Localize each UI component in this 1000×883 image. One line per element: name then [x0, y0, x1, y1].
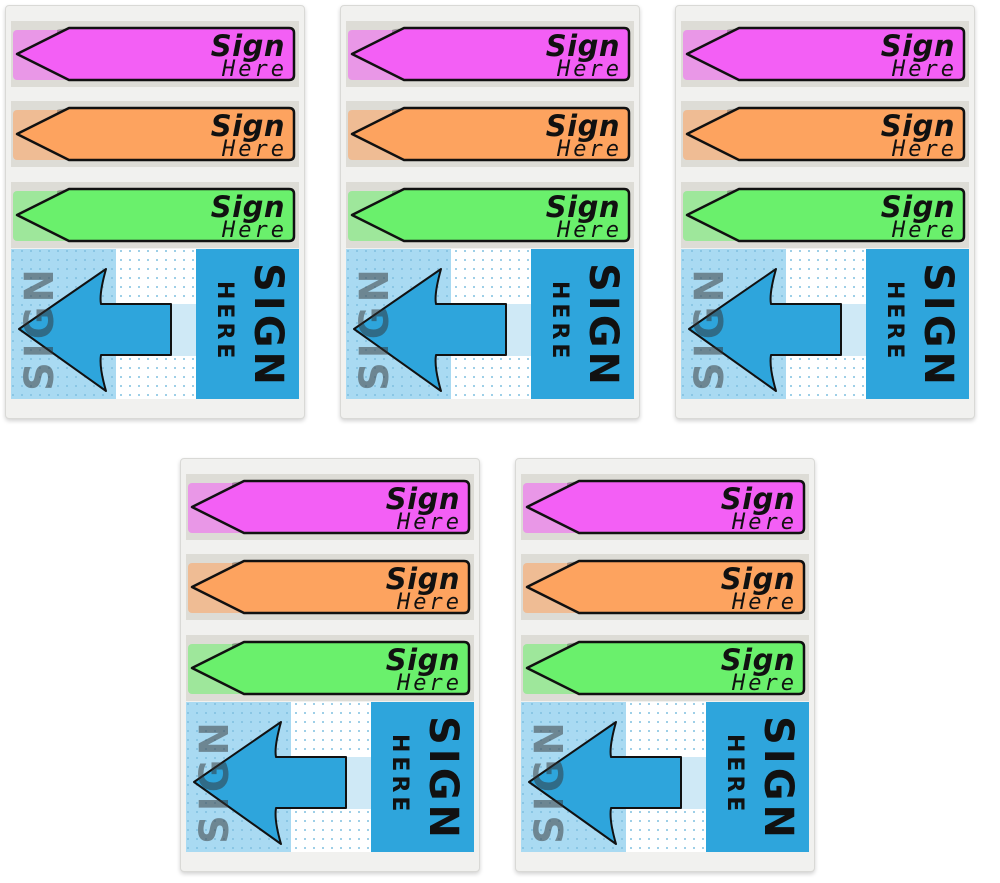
flag-sign-label: Sign: [545, 29, 620, 63]
flag-here-label: Here: [397, 510, 462, 535]
flag-arrow-shape: [350, 106, 631, 162]
flag-sign-label: Sign: [880, 190, 955, 224]
big-flag-label-panel: SIGN HERE: [706, 702, 809, 852]
flag-sign-label: Sign: [880, 29, 955, 63]
flag-here-label: Here: [397, 590, 462, 615]
flag-arrow-shape: [350, 26, 631, 82]
flag-here-label: Here: [892, 57, 957, 82]
big-flag-label-panel: SIGN HERE: [371, 702, 474, 852]
flag-sign-label: Sign: [210, 190, 285, 224]
flag-sign-label: Sign: [720, 643, 795, 677]
flag-here-label: Here: [892, 137, 957, 162]
flag-arrow-shape: [15, 26, 296, 82]
flag-arrow-shape: [190, 640, 471, 696]
flag-here-label: Here: [397, 671, 462, 696]
flag-arrow-shape: [525, 640, 806, 696]
flag-here-label: Here: [892, 218, 957, 243]
flag-here-label: Here: [222, 57, 287, 82]
flag-arrow-shape: [685, 106, 966, 162]
big-sign-here-flag: SIGN SIGN HERE: [521, 702, 809, 852]
big-flag-label-panel: SIGN HERE: [531, 249, 634, 399]
flag-here-label: Here: [732, 590, 797, 615]
flag-sign-label: Sign: [545, 190, 620, 224]
big-flag-label-panel: SIGN HERE: [866, 249, 969, 399]
big-flag-mirrored-text: SIGN: [352, 265, 398, 391]
flag-here-label: Here: [557, 218, 622, 243]
flag-arrow-shape: [350, 187, 631, 243]
big-sign-here-flag: SIGN SIGN HERE: [346, 249, 634, 399]
big-flag-here-label: HERE: [882, 281, 907, 363]
big-arrow-graphic: [681, 249, 871, 399]
flag-sign-label: Sign: [545, 109, 620, 143]
flag-sign-label: Sign: [385, 562, 460, 596]
big-flag-mirrored-text: SIGN: [527, 718, 573, 844]
big-flag-here-label: HERE: [722, 734, 747, 816]
flag-arrow-shape: [190, 559, 471, 615]
big-flag-sign-label: SIGN: [915, 263, 961, 389]
flag-arrow-shape: [525, 479, 806, 535]
big-sign-here-flag: SIGN SIGN HERE: [186, 702, 474, 852]
big-flag-here-label: HERE: [212, 281, 237, 363]
flag-sign-label: Sign: [385, 482, 460, 516]
flag-sign-label: Sign: [720, 482, 795, 516]
flag-here-label: Here: [222, 218, 287, 243]
flag-here-label: Here: [557, 137, 622, 162]
flag-here-label: Here: [222, 137, 287, 162]
flag-arrow-shape: [190, 479, 471, 535]
big-flag-sign-label: SIGN: [755, 716, 801, 842]
flag-here-label: Here: [732, 671, 797, 696]
flag-sign-label: Sign: [210, 109, 285, 143]
flag-arrow-shape: [685, 187, 966, 243]
big-sign-here-flag: SIGN SIGN HERE: [681, 249, 969, 399]
flag-arrow-shape: [685, 26, 966, 82]
flag-sign-label: Sign: [720, 562, 795, 596]
big-arrow-graphic: [11, 249, 201, 399]
flag-here-label: Here: [557, 57, 622, 82]
flag-arrow-shape: [525, 559, 806, 615]
big-flag-sign-label: SIGN: [580, 263, 626, 389]
big-flag-sign-label: SIGN: [420, 716, 466, 842]
big-flag-mirrored-text: SIGN: [17, 265, 63, 391]
big-arrow-graphic: [346, 249, 536, 399]
big-flag-mirrored-text: SIGN: [192, 718, 238, 844]
flag-arrow-shape: [15, 106, 296, 162]
flag-sign-label: Sign: [210, 29, 285, 63]
flag-sign-label: Sign: [880, 109, 955, 143]
big-flag-mirrored-text: SIGN: [687, 265, 733, 391]
big-flag-sign-label: SIGN: [245, 263, 291, 389]
flag-here-label: Here: [732, 510, 797, 535]
flag-arrow-shape: [15, 187, 296, 243]
big-flag-here-label: HERE: [387, 734, 412, 816]
big-arrow-graphic: [186, 702, 376, 852]
big-arrow-graphic: [521, 702, 711, 852]
big-sign-here-flag: SIGN SIGN HERE: [11, 249, 299, 399]
big-flag-label-panel: SIGN HERE: [196, 249, 299, 399]
flag-sign-label: Sign: [385, 643, 460, 677]
big-flag-here-label: HERE: [547, 281, 572, 363]
